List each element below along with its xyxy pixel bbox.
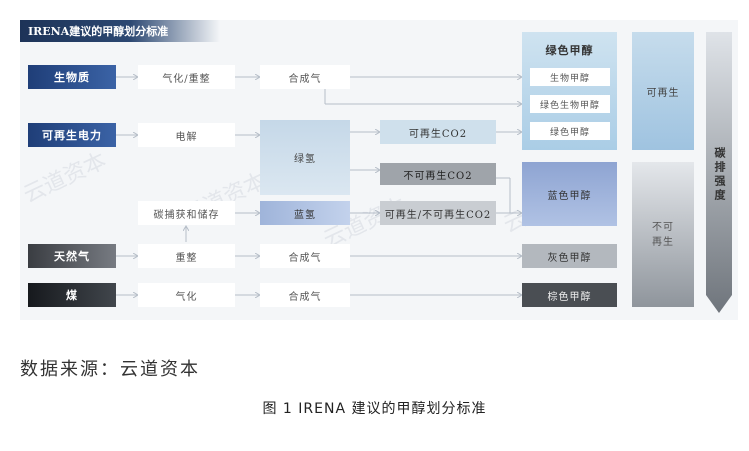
bio-methanol-box: 生物甲醇 <box>530 68 610 86</box>
source-biomass: 生物质 <box>28 65 116 89</box>
category-renewable: 可再生 <box>632 32 694 150</box>
syngas-box: 合成气 <box>260 244 350 268</box>
data-source-note: 数据来源：云道资本 <box>20 359 200 380</box>
syngas-box: 合成气 <box>260 65 350 89</box>
source-renewable-power: 可再生电力 <box>28 123 116 147</box>
blue-hydrogen-box: 蓝氢 <box>260 201 350 225</box>
step-electrolysis: 电解 <box>138 123 235 147</box>
step-gasify-reform: 气化/重整 <box>138 65 235 89</box>
figure-caption: 图 1 IRENA 建议的甲醇划分标准 <box>262 401 487 417</box>
step-carbon-capture: 碳捕获和储存 <box>138 201 235 225</box>
green-bio-methanol-box: 绿色生物甲醇 <box>530 95 610 113</box>
connector-lines <box>116 20 738 320</box>
co2-renewable-box: 可再生CO2 <box>380 120 496 144</box>
grey-methanol-box: 灰色甲醇 <box>522 244 617 268</box>
co2-mixed-box: 可再生/不可再生CO2 <box>380 201 496 225</box>
step-gasify: 气化 <box>138 283 235 307</box>
green-methanol-box: 绿色甲醇 <box>530 122 610 140</box>
syngas-box: 合成气 <box>260 283 350 307</box>
brown-methanol-box: 棕色甲醇 <box>522 283 617 307</box>
carbon-intensity-label: 碳排强度 <box>713 147 726 203</box>
carbon-intensity-arrow <box>706 32 732 313</box>
step-reform: 重整 <box>138 244 235 268</box>
methanol-classification-diagram: 云道资本 云道资本 云道资本 云道资本 IRENA建议的甲醇划分标准 生物质 可… <box>20 20 738 320</box>
diagram-header: IRENA建议的甲醇划分标准 <box>20 20 220 42</box>
blue-methanol-box: 蓝色甲醇 <box>522 162 617 226</box>
source-natural-gas: 天然气 <box>28 244 116 268</box>
source-coal: 煤 <box>28 283 116 307</box>
green-hydrogen-box: 绿氢 <box>260 120 350 195</box>
category-non-renewable: 不可再生 <box>632 162 694 307</box>
co2-non-renewable-box: 不可再生CO2 <box>380 163 496 185</box>
